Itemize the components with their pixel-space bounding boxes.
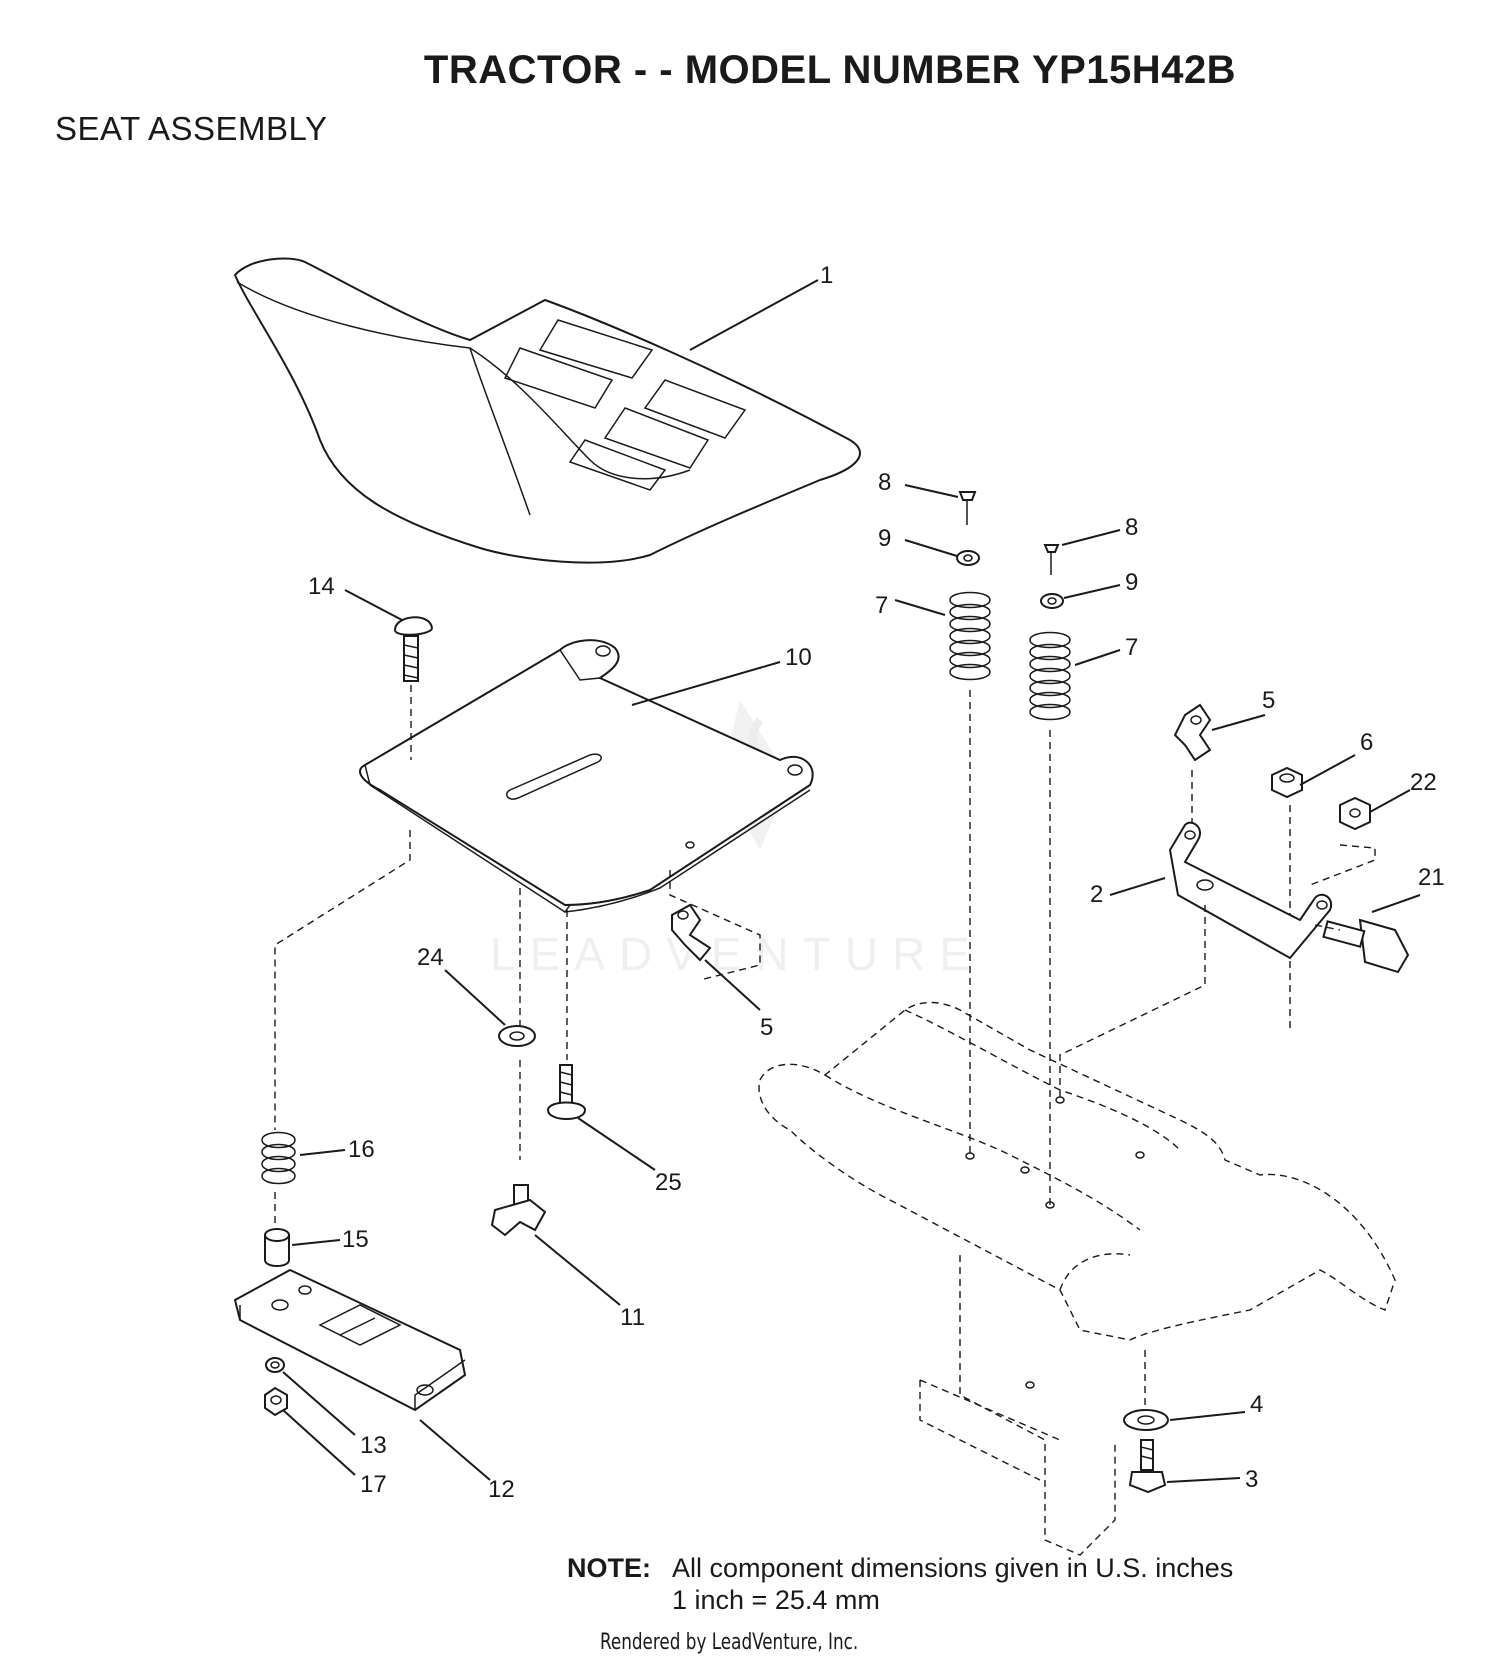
bracket-part-2[interactable]	[1168, 821, 1333, 960]
slide-plate-part-12[interactable]	[233, 1268, 467, 1412]
callout-8-left: 8	[878, 469, 891, 496]
callout-15: 15	[342, 1226, 369, 1253]
bolt-part-21[interactable]	[1322, 918, 1410, 974]
screw-part-8-right[interactable]	[1043, 544, 1060, 575]
latch-part-5-left[interactable]	[671, 903, 712, 962]
nut-part-22[interactable]	[1339, 796, 1371, 831]
spacer-part-15[interactable]	[264, 1228, 290, 1267]
rendered-by-footer: Rendered by LeadVenture, Inc.	[600, 1630, 859, 1655]
spring-part-16[interactable]	[261, 1131, 296, 1185]
callout-3: 3	[1245, 1466, 1258, 1493]
callout-13: 13	[360, 1432, 387, 1459]
dimensions-note: NOTE: All component dimensions given in U…	[567, 1552, 1233, 1616]
nut-part-17[interactable]	[264, 1386, 288, 1417]
callout-labels: 1 2 3 4 5 5 6 7 7 8 8 9 9 10 11 12 13 14…	[308, 262, 1445, 1503]
callout-8-right: 8	[1125, 514, 1138, 541]
callout-5-left: 5	[760, 1014, 773, 1041]
callout-1: 1	[820, 262, 833, 289]
callout-16: 16	[348, 1136, 375, 1163]
callout-10: 10	[785, 644, 812, 671]
latch-part-5-right[interactable]	[1173, 703, 1212, 762]
callout-24: 24	[417, 944, 444, 971]
spring-part-7-left[interactable]	[949, 591, 991, 681]
seat-pan-part-10[interactable]	[359, 639, 814, 914]
screw-part-8-left[interactable]	[958, 491, 977, 525]
callout-11: 11	[620, 1304, 645, 1331]
callout-9-right: 9	[1125, 569, 1138, 596]
knob-part-11[interactable]	[490, 1184, 547, 1237]
callout-22: 22	[1410, 769, 1437, 796]
washer-part-9-left[interactable]	[956, 550, 980, 566]
watermark-text: LEADVENTURE	[490, 928, 984, 980]
note-line-2: 1 inch = 25.4 mm	[672, 1585, 880, 1615]
nut-part-13[interactable]	[265, 1357, 285, 1373]
callout-4: 4	[1250, 1391, 1263, 1418]
section-title: SEAT ASSEMBLY	[55, 110, 328, 147]
tractor-frame-outline	[758, 1001, 1396, 1556]
washer-part-9-right[interactable]	[1040, 593, 1064, 609]
callout-7-right: 7	[1125, 634, 1138, 661]
callout-25: 25	[655, 1169, 682, 1196]
washer-part-4[interactable]	[1123, 1409, 1169, 1431]
callout-9-left: 9	[878, 525, 891, 552]
callout-21: 21	[1418, 864, 1445, 891]
washer-part-24[interactable]	[498, 1025, 536, 1047]
callout-2: 2	[1090, 881, 1103, 908]
spring-part-7-right[interactable]	[1029, 631, 1071, 721]
callout-12: 12	[488, 1476, 515, 1503]
note-line-1: All component dimensions given in U.S. i…	[672, 1553, 1234, 1583]
locknut-part-6[interactable]	[1271, 766, 1303, 799]
carriage-bolt-part-14[interactable]	[393, 616, 434, 682]
shoulder-bolt-part-25[interactable]	[546, 1064, 587, 1120]
callout-17: 17	[360, 1471, 387, 1498]
page-title: TRACTOR - - MODEL NUMBER YP15H42B	[423, 48, 1237, 92]
callout-14: 14	[308, 573, 335, 600]
note-label: NOTE:	[567, 1553, 651, 1583]
callout-7-left: 7	[875, 592, 888, 619]
bolt-part-3[interactable]	[1128, 1439, 1167, 1494]
seat-part-1[interactable]	[233, 257, 861, 564]
callout-6: 6	[1360, 729, 1373, 756]
callout-5-right: 5	[1262, 687, 1275, 714]
